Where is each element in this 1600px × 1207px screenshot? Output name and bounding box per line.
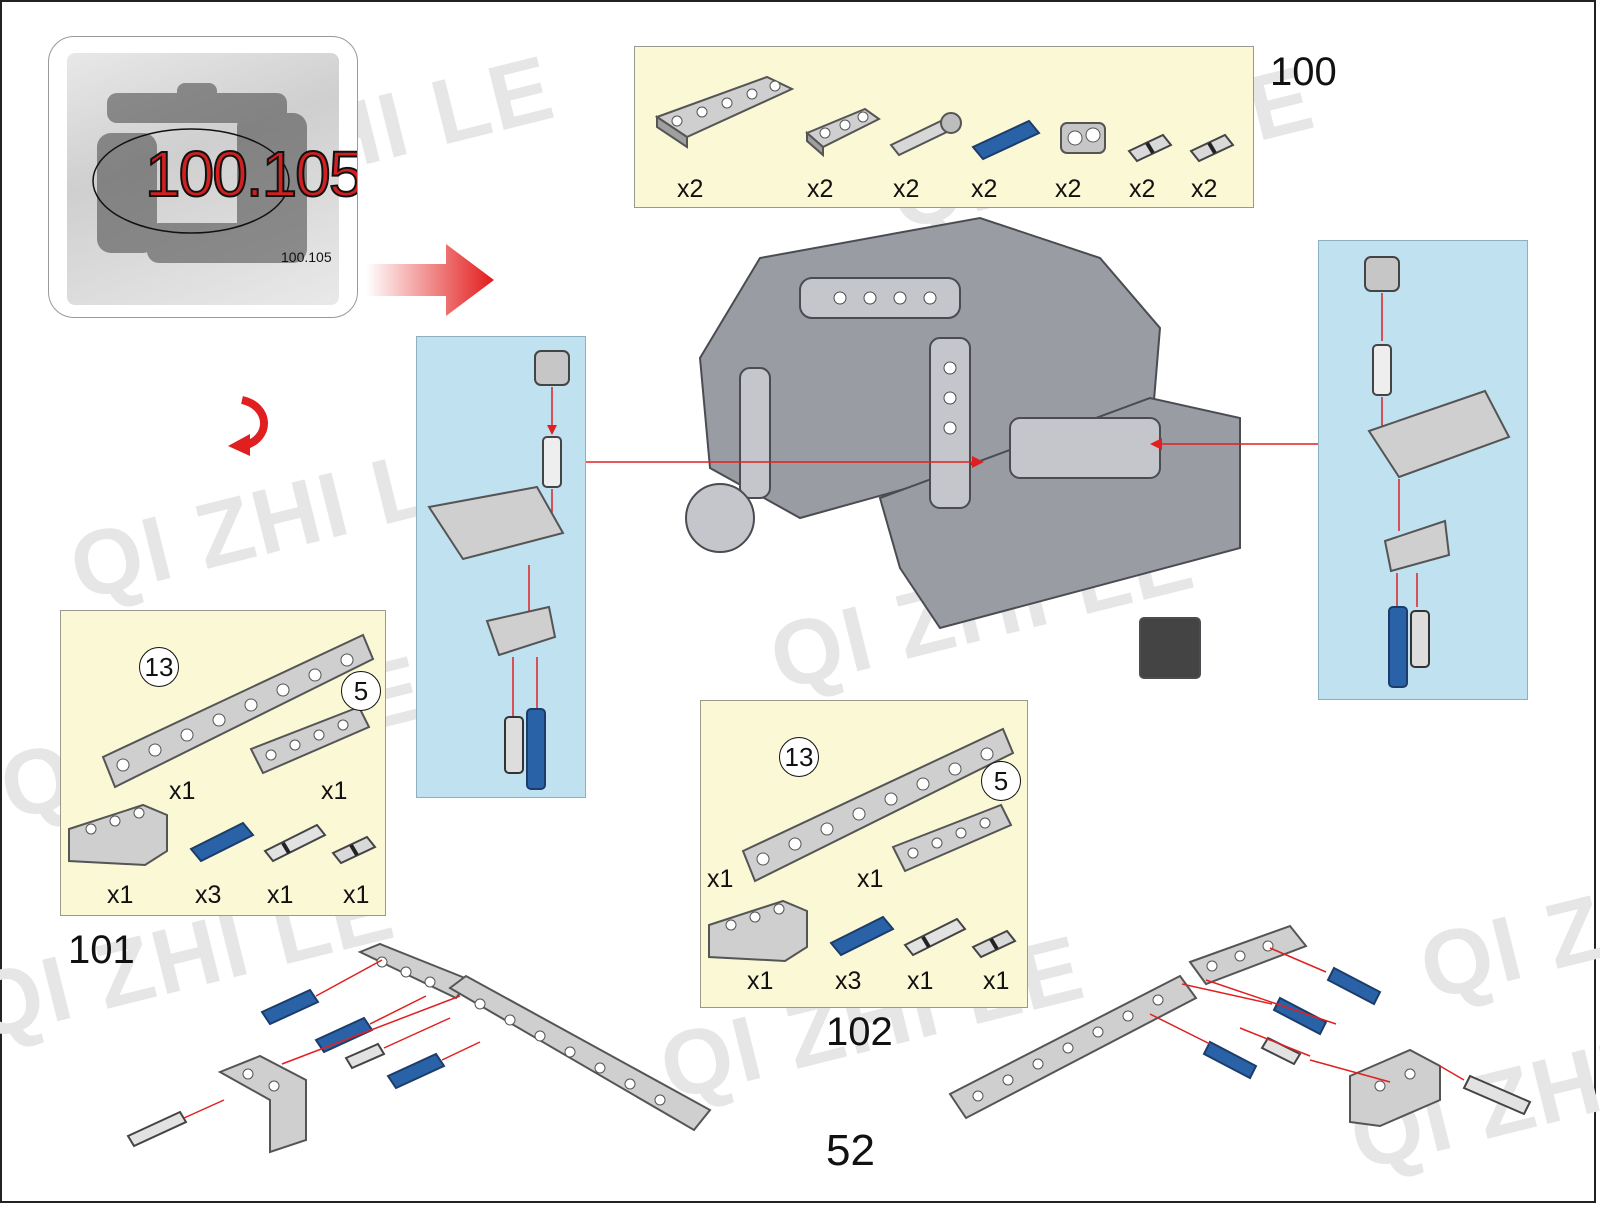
part-qty: x1 — [321, 777, 348, 805]
beam-length-badge: 13 — [139, 647, 179, 687]
axle-pin-long-icon — [263, 823, 327, 863]
part-qty: x1 — [107, 881, 134, 909]
beam-l-icon — [68, 803, 168, 867]
part-qty: x2 — [807, 175, 834, 203]
step-102-parts-panel: 13 5 x1 x1 x1 x3 x1 x1 — [700, 700, 1028, 1008]
part-qty: x2 — [1129, 175, 1156, 203]
part-qty: x1 — [983, 967, 1010, 995]
subassembly-right-panel — [1318, 240, 1528, 700]
page-number: 52 — [826, 1126, 875, 1175]
beam-5-icon — [891, 803, 1013, 873]
step-101-parts-panel: 13 5 x1 x1 x1 x3 x1 x1 — [60, 610, 386, 916]
beam-length-badge: 13 — [779, 737, 819, 777]
step-number: 102 — [826, 1010, 893, 1054]
beam-length-badge: 5 — [981, 761, 1021, 801]
friction-pin-short-icon — [1127, 133, 1173, 163]
step-100-parts-panel: x2 x2 x2 x2 x2 x2 x2 — [634, 46, 1254, 208]
friction-pin-short-icon — [1189, 133, 1235, 163]
part-qty: x1 — [907, 967, 934, 995]
step-number: 101 — [68, 928, 135, 972]
parts-bag: 100.105 100.105 — [48, 36, 358, 318]
part-qty: x1 — [267, 881, 294, 909]
friction-pin-short-icon — [971, 929, 1017, 959]
part-qty: x1 — [169, 777, 196, 805]
blue-pin-icon — [189, 821, 255, 863]
beam-13-icon — [101, 633, 375, 789]
beam-5-icon — [249, 705, 371, 775]
part-qty: x3 — [195, 881, 222, 909]
step-number: 100 — [1270, 50, 1337, 94]
axle-connector-icon — [1060, 122, 1106, 154]
part-qty: x1 — [857, 865, 884, 893]
part-qty: x1 — [343, 881, 370, 909]
beam-length-badge: 5 — [341, 671, 381, 711]
friction-pin-short-icon — [331, 835, 377, 865]
bag-contents-icon — [92, 83, 307, 263]
part-qty: x2 — [1055, 175, 1082, 203]
rotate-model-icon — [228, 396, 268, 456]
step-102-assembly-diagram — [948, 924, 1532, 1128]
beam-h-frame-icon — [654, 75, 795, 149]
part-qty: x2 — [1191, 175, 1218, 203]
subassembly-left-diagram — [427, 350, 570, 790]
blue-pin-icon — [971, 119, 1041, 161]
gearbox-model-illustration — [685, 216, 1241, 679]
axle-pin-long-icon — [903, 917, 967, 957]
beam-13-icon — [741, 727, 1015, 883]
bag-small-label: 100.105 — [281, 249, 332, 265]
axle-pin-icon — [889, 112, 962, 157]
bag-number-label: 100.105 — [144, 137, 358, 211]
part-qty: x3 — [835, 967, 862, 995]
next-arrow-icon — [366, 244, 494, 316]
beam-3-icon — [805, 107, 881, 158]
subassembly-left-panel — [416, 336, 586, 798]
part-qty: x2 — [677, 175, 704, 203]
part-qty: x2 — [971, 175, 998, 203]
beam-l-icon — [708, 899, 808, 963]
blue-pin-icon — [829, 915, 895, 957]
bag-image — [67, 53, 339, 305]
step-101-assembly-diagram — [126, 942, 712, 1154]
part-qty: x2 — [893, 175, 920, 203]
part-qty: x1 — [707, 865, 734, 893]
subassembly-right-diagram — [1364, 256, 1511, 688]
part-qty: x1 — [747, 967, 774, 995]
